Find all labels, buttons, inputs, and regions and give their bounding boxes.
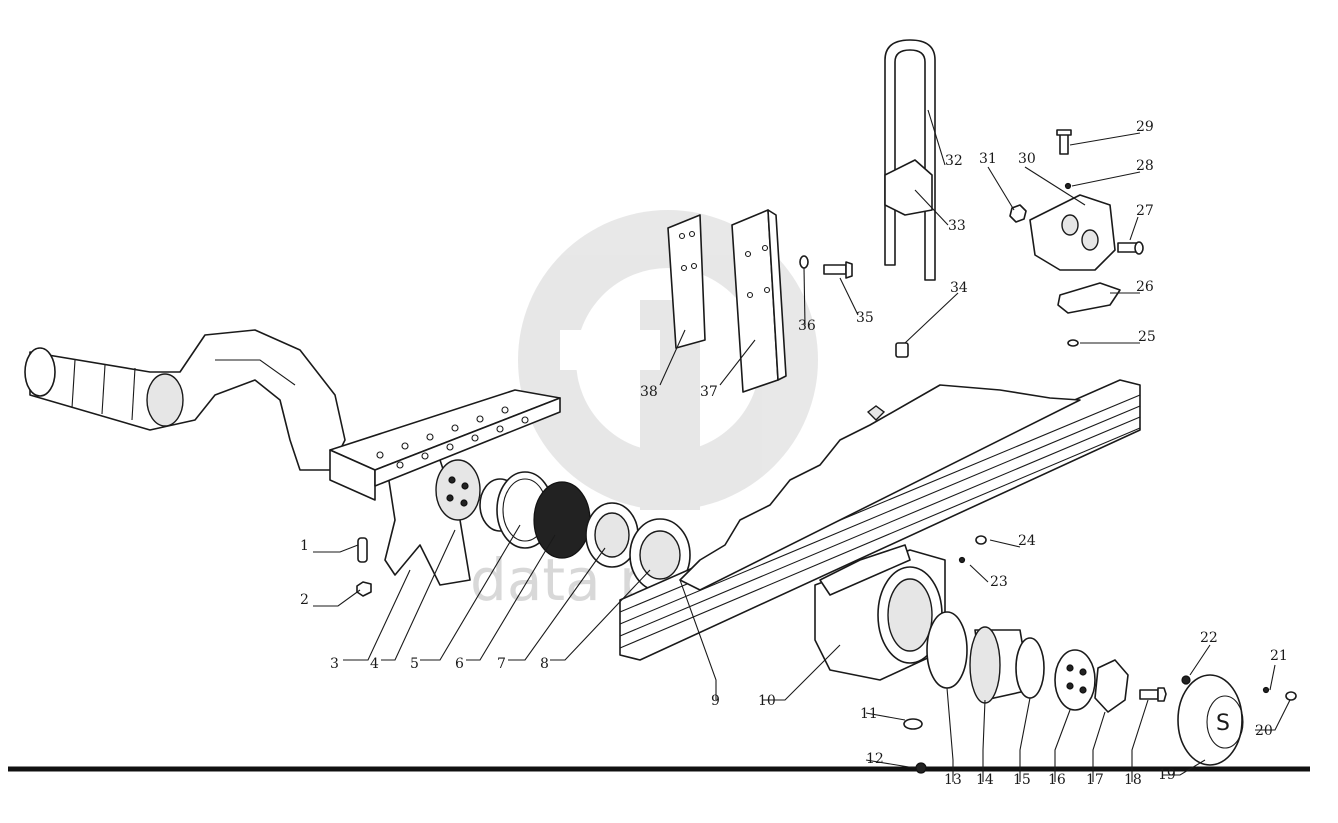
hub-rings xyxy=(926,611,1129,713)
callout-12: 12 xyxy=(866,751,884,767)
callout-16: 16 xyxy=(1048,772,1066,788)
callout-23: 23 xyxy=(990,574,1008,590)
bolt-part-35 xyxy=(823,261,853,279)
bolt-27 xyxy=(1117,241,1144,255)
ball-part xyxy=(915,762,927,774)
callout-18: 18 xyxy=(1124,772,1142,788)
bracket-plate xyxy=(329,389,561,501)
bolt-part xyxy=(1139,687,1167,702)
callout-11: 11 xyxy=(860,706,878,722)
callout-6: 6 xyxy=(455,656,464,672)
callout-29: 29 xyxy=(1136,119,1154,135)
callout-3: 3 xyxy=(330,656,339,672)
pad-26 xyxy=(1057,282,1121,314)
bolt-29 xyxy=(1056,129,1072,155)
dot-part-23 xyxy=(958,556,966,564)
callout-20: 20 xyxy=(1255,723,1273,739)
callout-36: 36 xyxy=(798,318,816,334)
callout-26: 26 xyxy=(1136,279,1154,295)
callout-17: 17 xyxy=(1086,772,1104,788)
dot-part-21 xyxy=(1262,686,1270,694)
callout-19: 19 xyxy=(1158,767,1176,783)
callout-1: 1 xyxy=(300,538,309,554)
callout-27: 27 xyxy=(1136,203,1154,219)
axle-arm xyxy=(24,329,481,586)
callout-4: 4 xyxy=(370,656,379,672)
callout-labels: 1 2 3 4 5 6 7 8 9 10 11 12 13 14 15 16 1… xyxy=(300,119,1288,788)
small-bolt-24 xyxy=(975,535,987,545)
leaf-spring xyxy=(619,379,1141,661)
callout-32: 32 xyxy=(945,153,963,169)
callout-30: 30 xyxy=(1018,151,1036,167)
callout-33: 33 xyxy=(948,218,966,234)
callout-34: 34 xyxy=(950,280,968,296)
seal-rings xyxy=(479,471,691,592)
u-bolt xyxy=(884,39,936,281)
pin-part xyxy=(357,537,368,563)
mount-bracket-30 xyxy=(1029,194,1116,271)
callout-5: 5 xyxy=(410,656,419,672)
leader-lines xyxy=(313,109,1291,782)
screw-part xyxy=(1285,691,1297,701)
washer-part xyxy=(903,718,923,730)
washer-part-36 xyxy=(799,255,809,269)
callout-9: 9 xyxy=(711,693,720,709)
dot-part-22 xyxy=(1181,675,1191,685)
callout-24: 24 xyxy=(1018,533,1036,549)
callout-13: 13 xyxy=(944,772,962,788)
callout-10: 10 xyxy=(758,693,776,709)
hub-cap: S xyxy=(1177,674,1244,766)
callout-35: 35 xyxy=(856,310,874,326)
callout-21: 21 xyxy=(1270,648,1288,664)
nut-part-34 xyxy=(895,342,909,358)
callout-8: 8 xyxy=(540,656,549,672)
callout-38: 38 xyxy=(640,384,658,400)
nut-part xyxy=(356,581,372,597)
axle-housing xyxy=(814,544,946,681)
callout-28: 28 xyxy=(1136,158,1154,174)
dot-28 xyxy=(1064,182,1072,190)
plate-38 xyxy=(667,214,706,349)
callout-22: 22 xyxy=(1200,630,1218,646)
callout-7: 7 xyxy=(497,656,506,672)
callout-31: 31 xyxy=(979,151,997,167)
svg-text:S: S xyxy=(1216,711,1230,736)
callout-37: 37 xyxy=(700,384,718,400)
callout-15: 15 xyxy=(1013,772,1031,788)
plate-37 xyxy=(731,209,787,393)
callout-2: 2 xyxy=(300,592,309,608)
nut-25 xyxy=(1067,339,1079,347)
callout-14: 14 xyxy=(976,772,994,788)
callout-25: 25 xyxy=(1138,329,1156,345)
